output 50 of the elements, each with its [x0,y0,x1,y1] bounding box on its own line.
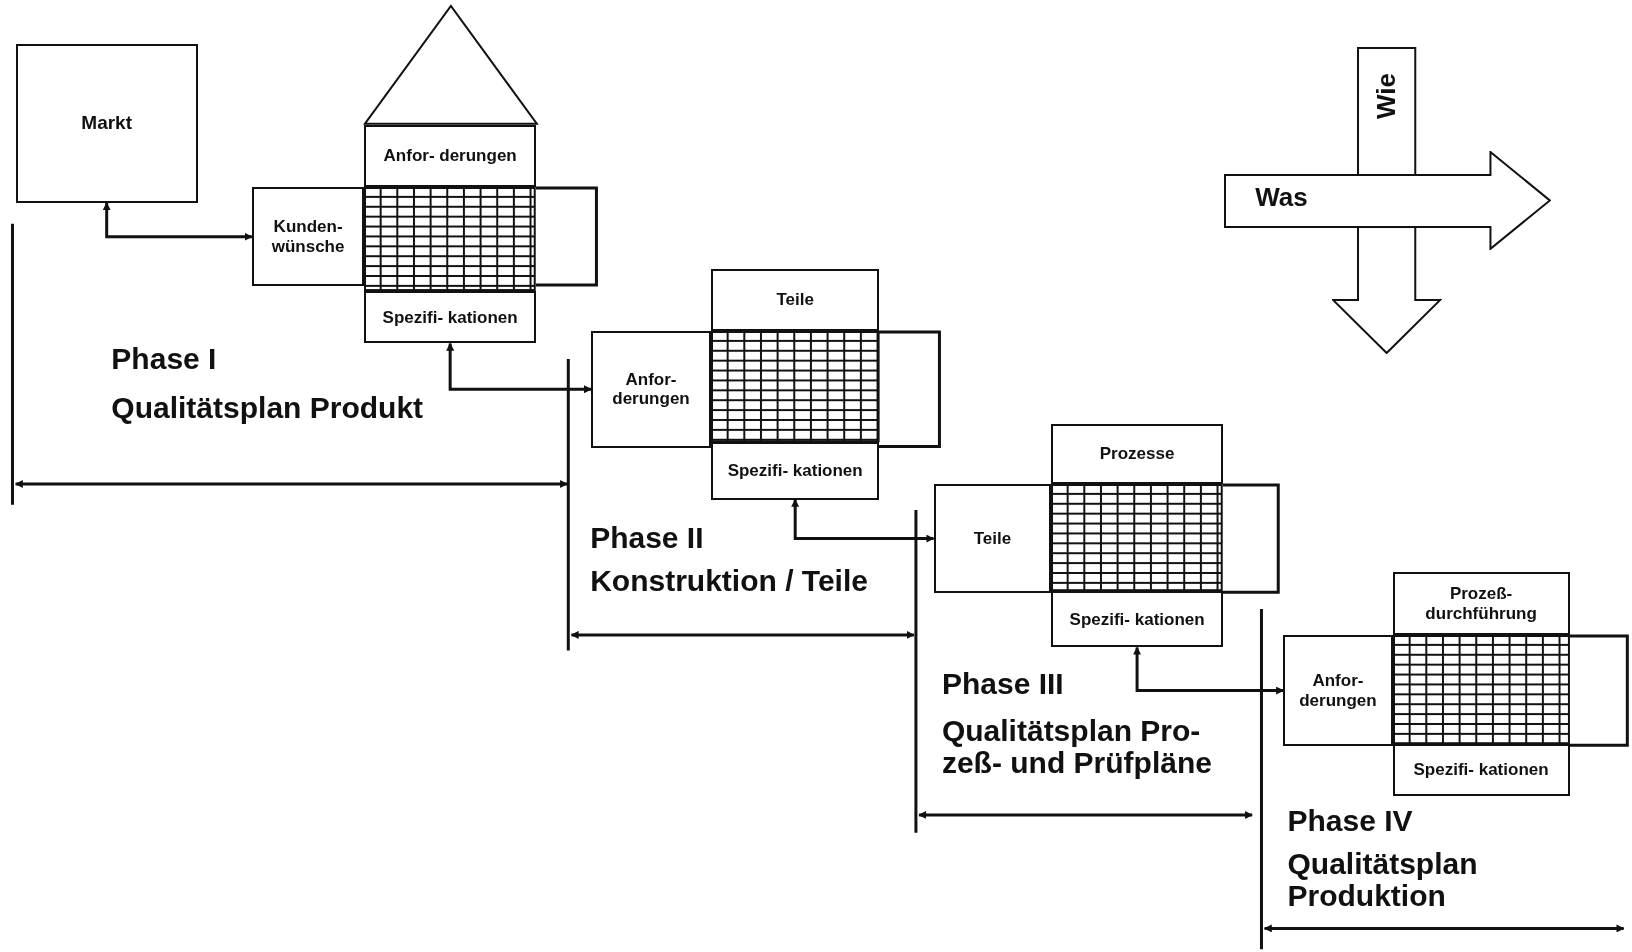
row-header-box [591,330,711,448]
header-box [710,268,880,331]
box-label: Anfor- derungen [383,146,517,166]
connector-arrow [1133,646,1285,695]
row-header-box [251,187,365,287]
box-label: Prozeß- durchführung [1424,584,1538,624]
header-box [1392,572,1570,635]
phase-description: Qualitätsplan Produktion [1287,848,1479,912]
phase-title: Phase III [941,668,1064,700]
side-panel [1222,483,1281,594]
side-panel [536,187,599,287]
matrix-grid [364,187,536,292]
side-panel [879,330,942,448]
box-label: Wie [1370,72,1403,119]
box-label: Anfor- derungen [1298,671,1378,711]
connector-arrow [791,498,935,543]
box-label: Spezifi- kationen [727,461,863,481]
box-label: Kunden- wünsche [270,217,346,257]
matrix-grid [710,330,880,443]
box-label: Anfor- derungen [611,369,691,409]
header-box [1051,423,1223,484]
box-label: Was [1255,182,1308,214]
matrix-grid [1051,483,1223,592]
market-box [15,43,198,203]
right-arrow [1224,150,1551,250]
phase-title: Phase I [111,343,217,375]
row-header-box [933,483,1052,594]
phase-description: Qualitätsplan Pro- zeß- und Prüfpläne [941,715,1213,779]
box-label: Spezifi- kationen [1069,609,1205,630]
header-box [364,124,536,188]
box-label: Markt [81,112,132,135]
header-box [364,291,536,344]
phase-title: Phase II [590,522,704,554]
header-box [1392,744,1570,797]
box-label: Teile [973,528,1012,549]
box-label: Spezifi- kationen [382,307,518,328]
matrix-grid [1392,634,1570,745]
side-panel [1569,634,1629,747]
connector-arrow [446,342,592,394]
box-label: Prozesse [1099,444,1175,464]
phase-title: Phase IV [1287,804,1413,837]
header-box [710,442,880,500]
phase-description: Qualitätsplan Produkt [111,392,424,424]
box-label: Spezifi- kationen [1413,760,1549,780]
phase-description: Konstruktion / Teile [590,565,868,597]
box-label: Teile [776,289,814,310]
header-box [1051,591,1223,648]
connector-arrow [102,202,253,241]
row-header-box [1283,634,1393,747]
roof-triangle [364,5,539,125]
